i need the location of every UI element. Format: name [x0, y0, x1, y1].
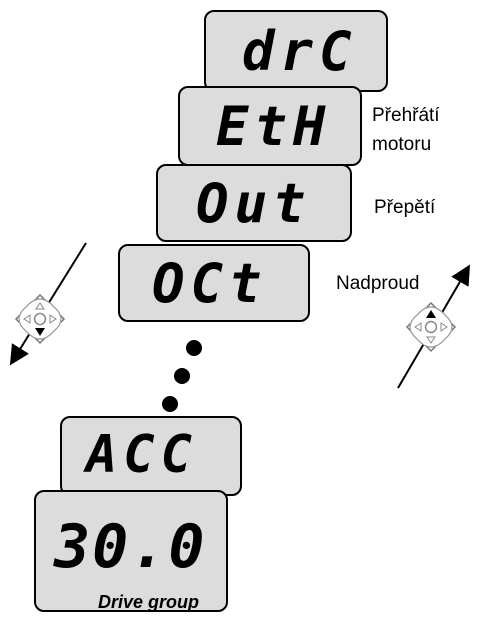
display-acc-text: ACC: [86, 425, 198, 485]
display-oct-text: OCt: [152, 252, 268, 315]
display-acc-value: 30.0: [34, 490, 228, 612]
display-drc-text: drC: [242, 20, 358, 83]
display-drc: drC: [204, 10, 388, 92]
ellipsis-dot-3: [162, 396, 178, 412]
dpad-up-pressed-icon: [405, 301, 457, 353]
display-out: Out: [156, 164, 352, 242]
display-eth-text: EtH: [216, 95, 332, 158]
label-eth-line2: motoru: [372, 134, 432, 155]
dpad-down-pressed-icon: [14, 293, 66, 345]
display-acc: ACC: [60, 416, 242, 496]
ellipsis-dot-1: [186, 340, 202, 356]
display-value-text: 30.0: [54, 512, 207, 582]
caption-drive-group: Drive group: [98, 592, 200, 612]
display-oct: OCt: [118, 244, 310, 322]
label-eth-line1: Přehřátí: [372, 105, 440, 126]
display-out-text: Out: [196, 172, 312, 235]
label-out: Přepětí: [374, 197, 436, 218]
label-oct: Nadproud: [336, 273, 420, 294]
ellipsis-dot-2: [174, 368, 190, 384]
